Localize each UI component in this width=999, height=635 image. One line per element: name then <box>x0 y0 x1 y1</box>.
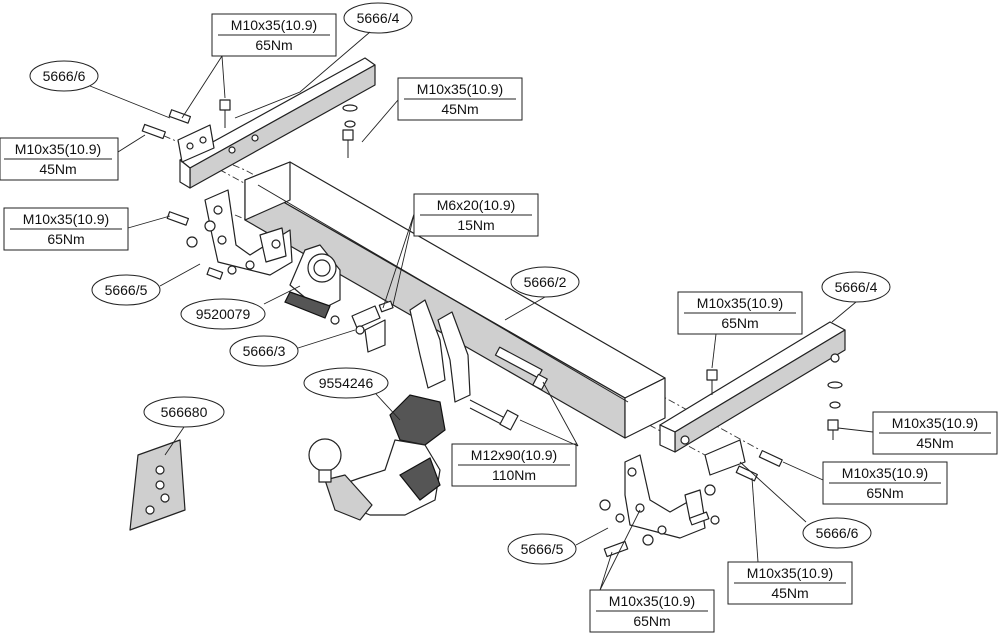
svg-text:5666/6: 5666/6 <box>816 525 859 541</box>
bolt-torque: 65Nm <box>721 315 758 331</box>
svg-text:9520079: 9520079 <box>196 306 251 322</box>
bolt-torque: 45Nm <box>771 585 808 601</box>
bolt-spec: M10x35(10.9) <box>697 295 783 311</box>
bolt-callout: M10x35(10.9) 65Nm <box>589 589 715 633</box>
bolt-spec: M10x35(10.9) <box>231 17 317 33</box>
bolt-spec: M6x20(10.9) <box>437 197 516 213</box>
center-drop-bracket <box>409 299 471 403</box>
bolt-callout: M10x35(10.9) 45Nm <box>397 77 523 121</box>
electrical-socket-plate <box>284 244 341 319</box>
callout-boxes: M10x35(10.9) 65Nm M10x35(10.9) 45Nm M10x… <box>0 13 998 633</box>
bolt-callout: M10x35(10.9) 65Nm <box>822 461 948 505</box>
part-label: 9554246 <box>303 367 389 399</box>
m12x90-bolt <box>469 346 548 431</box>
svg-text:5666/5: 5666/5 <box>521 541 564 557</box>
svg-text:5666/3: 5666/3 <box>243 343 286 359</box>
part-label: 5666/2 <box>510 266 580 298</box>
bolt-torque: 65Nm <box>47 231 84 247</box>
right-mounting-bracket <box>599 454 720 558</box>
bolt-callout: M10x35(10.9) 65Nm <box>677 291 803 335</box>
bolt-spec: M10x35(10.9) <box>417 81 503 97</box>
right-side-rail-bracket <box>659 321 846 482</box>
bolt-spec: M10x35(10.9) <box>892 415 978 431</box>
bolt-torque: 15Nm <box>457 217 494 233</box>
svg-text:5666/5: 5666/5 <box>105 282 148 298</box>
part-label: 5666/4 <box>343 2 413 34</box>
bolt-spec: M10x35(10.9) <box>842 465 928 481</box>
bolt-callout: M12x90(10.9) 110Nm <box>451 443 577 487</box>
bolt-spec: M12x90(10.9) <box>471 447 557 463</box>
part-label: 5666/4 <box>821 271 891 303</box>
tow-ball-assembly <box>308 394 446 521</box>
svg-text:566680: 566680 <box>161 404 208 420</box>
svg-text:9554246: 9554246 <box>319 375 374 391</box>
bolt-torque: 65Nm <box>633 613 670 629</box>
part-label: 5666/6 <box>29 60 99 92</box>
part-labels: 5666/4 5666/6 5666/5 9520079 5666/3 5666… <box>29 2 891 565</box>
part-label: 9520079 <box>180 298 266 330</box>
svg-text:5666/4: 5666/4 <box>835 279 878 295</box>
bolt-callout: M6x20(10.9) 15Nm <box>413 193 539 237</box>
bolt-torque: 45Nm <box>441 101 478 117</box>
left-side-rail-bracket <box>179 57 376 189</box>
svg-text:5666/2: 5666/2 <box>524 274 567 290</box>
part-label: 5666/5 <box>507 533 577 565</box>
leader-lines <box>89 31 874 591</box>
svg-text:5666/4: 5666/4 <box>357 10 400 26</box>
bolt-spec: M10x35(10.9) <box>747 565 833 581</box>
bolt-spec: M10x35(10.9) <box>609 593 695 609</box>
left-mounting-bracket <box>166 189 293 280</box>
small-bracket <box>330 300 394 353</box>
left-top-bolts <box>141 99 358 158</box>
bolt-spec: M10x35(10.9) <box>23 211 109 227</box>
bolt-torque: 45Nm <box>39 161 76 177</box>
bolt-torque: 65Nm <box>255 37 292 53</box>
part-label: 5666/5 <box>91 274 161 306</box>
instruction-tag <box>129 439 186 531</box>
bolt-callout: M10x35(10.9) 45Nm <box>872 411 998 455</box>
part-label: 5666/3 <box>229 335 299 367</box>
bolt-callout: M10x35(10.9) 65Nm <box>3 207 129 251</box>
bolt-callout: M10x35(10.9) 45Nm <box>0 137 119 181</box>
part-label: 5666/6 <box>802 517 872 549</box>
bolt-torque: 45Nm <box>916 435 953 451</box>
part-label: 566680 <box>143 396 225 428</box>
bolt-callout: M10x35(10.9) 65Nm <box>211 13 337 57</box>
svg-text:5666/6: 5666/6 <box>43 68 86 84</box>
bolt-torque: 65Nm <box>866 485 903 501</box>
bolt-torque: 110Nm <box>492 467 536 483</box>
bolt-spec: M10x35(10.9) <box>15 141 101 157</box>
left-spacer-plate <box>177 124 215 163</box>
bolt-callout: M10x35(10.9) 45Nm <box>727 561 853 605</box>
